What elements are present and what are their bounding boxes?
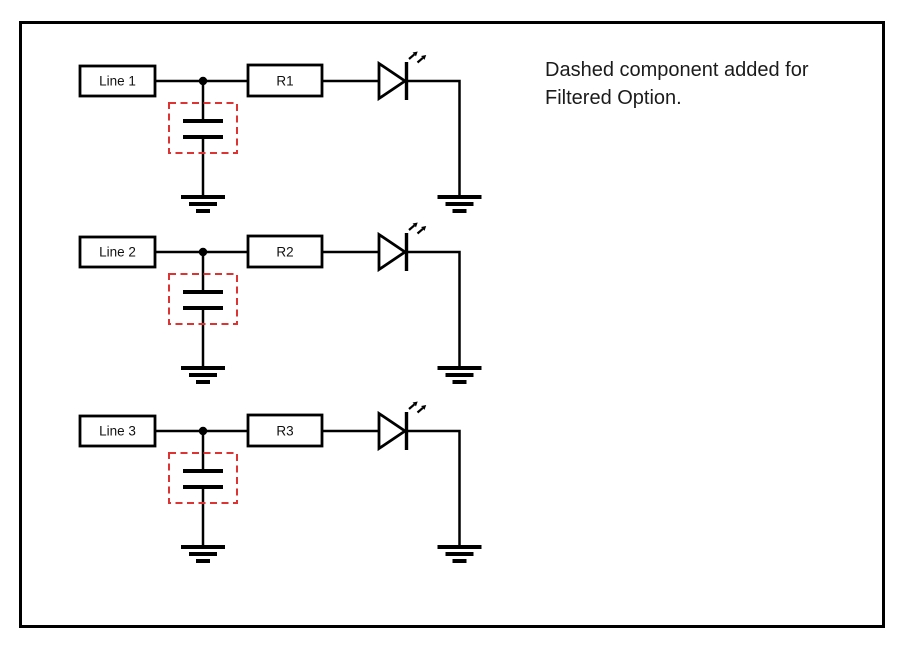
- annotation-line-2: Filtered Option.: [545, 87, 682, 109]
- line-source-label: Line 3: [99, 424, 136, 439]
- circuit-row-3: Line 3 R3: [80, 402, 482, 562]
- resistor-label: R3: [276, 424, 293, 439]
- resistor-label: R2: [276, 245, 293, 260]
- resistor-label: R1: [276, 74, 293, 89]
- circuit-row-2: Line 2 R2: [80, 223, 482, 383]
- line-source-label: Line 1: [99, 74, 136, 89]
- circuit-row-1: Line 1 R1: [80, 52, 482, 212]
- line-source-label: Line 2: [99, 245, 136, 260]
- annotation-line-1: Dashed component added for: [545, 59, 809, 81]
- frame-border: [19, 21, 885, 628]
